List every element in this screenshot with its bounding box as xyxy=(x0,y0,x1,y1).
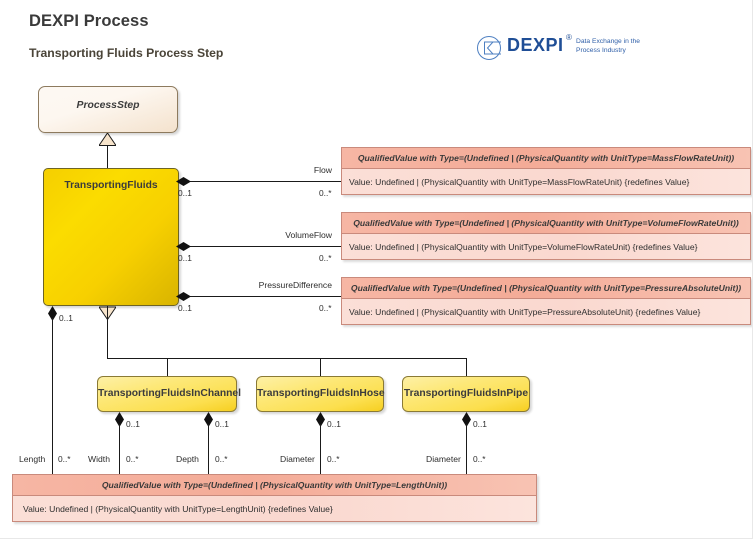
association-line-length xyxy=(52,318,53,475)
qualifiedvalue-box-flow[interactable]: QualifiedValue with Type=(Undefined | (P… xyxy=(341,147,751,195)
composition-diamond-pressuredifference xyxy=(176,292,191,301)
association-line-volumeflow xyxy=(186,246,342,247)
generalization-drop-hose xyxy=(320,358,321,377)
association-target-mult-flow: 0..* xyxy=(319,188,332,198)
class-name-label: ProcessStep xyxy=(76,100,140,111)
association-line-pressuredifference xyxy=(186,296,342,297)
qualifiedvalue-box-volumeflow[interactable]: QualifiedValue with Type=(Undefined | (P… xyxy=(341,212,751,260)
generalization-drop-channel xyxy=(167,358,168,377)
association-target-mult-pipe-diameter: 0..* xyxy=(473,454,486,464)
composition-diamond-length xyxy=(48,306,57,321)
page-subtitle: Transporting Fluids Process Step xyxy=(29,46,224,60)
qualifiedvalue-attribute: Value: Undefined | (PhysicalQuantity wit… xyxy=(13,496,536,521)
association-role-pipe-diameter: Diameter xyxy=(426,454,461,464)
association-target-mult-length: 0..* xyxy=(58,454,71,464)
composition-diamond-pipe-diameter xyxy=(462,412,471,427)
association-source-mult-pressuredifference: 0..1 xyxy=(178,303,192,313)
class-processstep[interactable]: ProcessStep xyxy=(38,86,178,133)
association-line-width xyxy=(119,424,120,475)
association-target-mult-pressuredifference: 0..* xyxy=(319,303,332,313)
association-source-mult-depth: 0..1 xyxy=(215,419,229,429)
association-source-mult-volumeflow: 0..1 xyxy=(178,253,192,263)
association-source-mult-pipe-diameter: 0..1 xyxy=(473,419,487,429)
class-name-label: TransportingFluidsInPipe xyxy=(403,388,529,399)
association-role-flow: Flow xyxy=(313,165,332,175)
class-transportingfluidsinhose[interactable]: TransportingFluidsInHose xyxy=(256,376,385,412)
dexpi-tagline: Data Exchange in the Process Industry xyxy=(576,38,640,54)
generalization-stem xyxy=(107,306,108,358)
generalization-arrow-processstep xyxy=(99,133,116,146)
association-role-hose-diameter: Diameter xyxy=(280,454,315,464)
composition-diamond-flow xyxy=(176,177,191,186)
association-role-volumeflow: VolumeFlow xyxy=(285,230,332,240)
composition-diamond-depth xyxy=(204,412,213,427)
page-title: DEXPI Process xyxy=(29,12,149,30)
association-line-flow xyxy=(186,181,342,182)
class-transportingfluidsinchannel[interactable]: TransportingFluidsInChannel xyxy=(97,376,242,412)
qualifiedvalue-attribute: Value: Undefined | (PhysicalQuantity wit… xyxy=(342,299,750,324)
class-name-label: TransportingFluids xyxy=(64,180,158,191)
qualifiedvalue-header: QualifiedValue with Type=(Undefined | (P… xyxy=(13,475,536,496)
class-transportingfluidsinpipe[interactable]: TransportingFluidsInPipe xyxy=(402,376,530,412)
generalization-bus xyxy=(107,358,467,359)
composition-diamond-width xyxy=(115,412,124,427)
registered-mark: ® xyxy=(566,33,572,42)
dexpi-wordmark: DEXPI xyxy=(507,35,564,55)
generalization-drop-pipe xyxy=(466,358,467,377)
qualifiedvalue-box-length[interactable]: QualifiedValue with Type=(Undefined | (P… xyxy=(12,474,537,522)
association-role-width: Width xyxy=(88,454,110,464)
association-line-depth xyxy=(208,424,209,475)
association-source-mult-hose-diameter: 0..1 xyxy=(327,419,341,429)
generalization-line-processstep xyxy=(107,145,108,169)
qualifiedvalue-header: QualifiedValue with Type=(Undefined | (P… xyxy=(342,278,750,299)
association-target-mult-volumeflow: 0..* xyxy=(319,253,332,263)
association-source-mult-flow: 0..1 xyxy=(178,188,192,198)
class-name-label: TransportingFluidsInHose xyxy=(257,388,385,399)
association-line-hose-diameter xyxy=(320,424,321,475)
class-transportingfluids[interactable]: TransportingFluids xyxy=(43,168,179,306)
association-source-mult-length: 0..1 xyxy=(59,313,73,323)
qualifiedvalue-header: QualifiedValue with Type=(Undefined | (P… xyxy=(342,148,750,169)
association-target-mult-depth: 0..* xyxy=(215,454,228,464)
qualifiedvalue-header: QualifiedValue with Type=(Undefined | (P… xyxy=(342,213,750,234)
association-target-mult-hose-diameter: 0..* xyxy=(327,454,340,464)
association-source-mult-width: 0..1 xyxy=(126,419,140,429)
association-target-mult-width: 0..* xyxy=(126,454,139,464)
dexpi-logo: DEXPI ® Data Exchange in the Process Ind… xyxy=(476,32,640,66)
qualifiedvalue-attribute: Value: Undefined | (PhysicalQuantity wit… xyxy=(342,234,750,259)
composition-diamond-volumeflow xyxy=(176,242,191,251)
association-line-pipe-diameter xyxy=(466,424,467,475)
association-role-pressuredifference: PressureDifference xyxy=(258,280,332,290)
association-role-length: Length xyxy=(19,454,46,464)
dexpi-sigma-icon xyxy=(476,34,504,62)
qualifiedvalue-box-pressuredifference[interactable]: QualifiedValue with Type=(Undefined | (P… xyxy=(341,277,751,325)
composition-diamond-hose-diameter xyxy=(316,412,325,427)
class-name-label: TransportingFluidsInChannel xyxy=(98,388,242,399)
qualifiedvalue-attribute: Value: Undefined | (PhysicalQuantity wit… xyxy=(342,169,750,194)
association-role-depth: Depth xyxy=(176,454,199,464)
